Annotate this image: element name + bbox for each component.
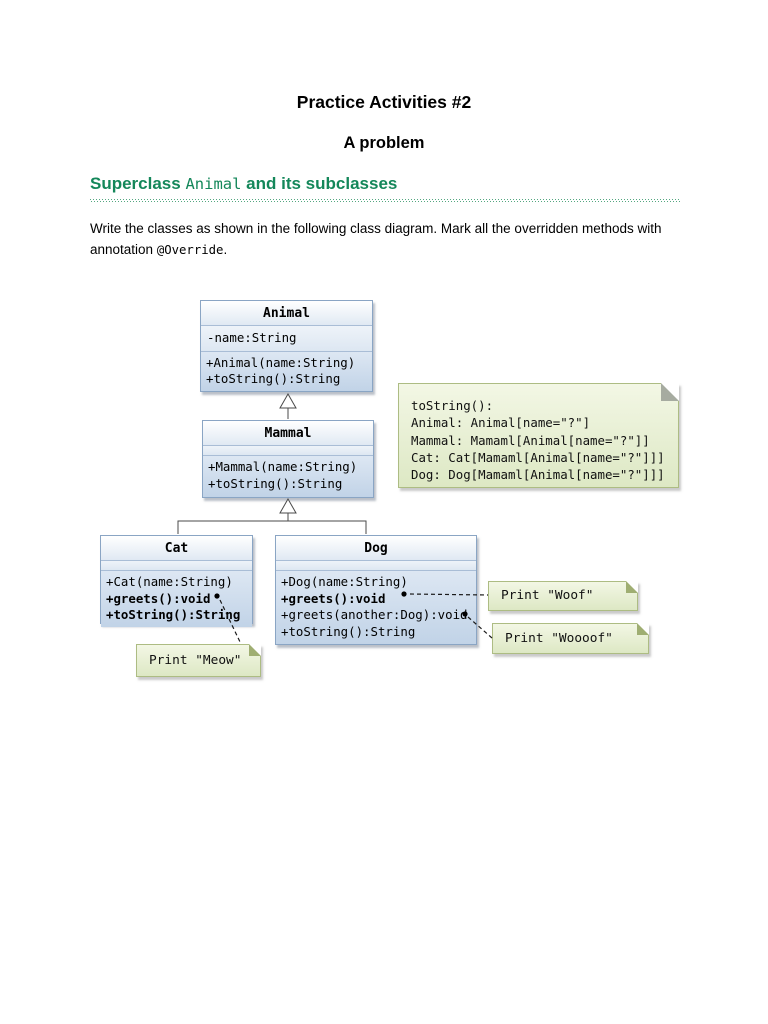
uml-method: +greets():void xyxy=(281,590,386,606)
uml-class-cat-name: Cat xyxy=(101,536,252,561)
note-line: Print "Meow" xyxy=(149,652,242,668)
section-heading: Superclass Animal and its subclasses xyxy=(90,174,397,194)
doc-subtitle: A problem xyxy=(343,134,425,152)
note-line: Print "Woof" xyxy=(501,588,594,604)
section-heading-suffix: and its subclasses xyxy=(241,174,398,193)
uml-class-animal: Animal -name:String +Animal(name:String)… xyxy=(200,300,373,392)
note-line: Mammal: Mamaml[Animal[name="?"]] xyxy=(411,432,650,448)
intro-text: Write the classes as shown in the follow… xyxy=(90,221,662,257)
uml-method: +Mammal(name:String) xyxy=(208,459,358,474)
intro-text-end: . xyxy=(223,242,228,257)
uml-method: +toString():String xyxy=(206,371,341,386)
uml-method: +greets():void xyxy=(106,590,211,606)
uml-method: +Animal(name:String) xyxy=(206,354,356,370)
uml-class-mammal-methods: +Mammal(name:String) +toString():String xyxy=(203,456,373,497)
uml-class-dog: Dog +Dog(name:String) +greets():void +gr… xyxy=(275,535,477,645)
note-line: Animal: Animal[name="?"] xyxy=(411,415,591,431)
uml-class-dog-methods: +Dog(name:String) +greets():void +greets… xyxy=(276,571,476,644)
uml-class-cat-attributes xyxy=(101,561,252,571)
inheritance-triangle-icon xyxy=(279,392,297,409)
uml-class-mammal-attributes xyxy=(203,446,373,456)
note-line: Dog: Dog[Mamaml[Animal[name="?"]]] xyxy=(411,467,665,483)
note-woof: Print "Woof" xyxy=(488,581,638,611)
uml-method: +toString():String xyxy=(281,623,416,639)
note-tostring: toString(): Animal: Animal[name="?"] Mam… xyxy=(398,383,679,488)
uml-class-animal-attributes: -name:String xyxy=(201,326,372,352)
uml-method: +toString():String xyxy=(208,475,343,491)
inheritance-line xyxy=(177,513,289,534)
uml-class-animal-methods: +Animal(name:String) +toString():String xyxy=(201,351,372,391)
inheritance-line xyxy=(288,520,367,534)
note-line: Print "Woooof" xyxy=(505,630,613,646)
section-heading-code: Animal xyxy=(185,175,242,193)
uml-method: +Dog(name:String) xyxy=(281,574,408,589)
uml-method: +Cat(name:String) xyxy=(106,574,233,589)
section-heading-prefix: Superclass xyxy=(90,174,186,193)
uml-class-dog-name: Dog xyxy=(276,536,476,561)
intro-code: @Override xyxy=(156,243,224,257)
uml-class-animal-name: Animal xyxy=(201,301,372,326)
uml-class-dog-attributes xyxy=(276,561,476,571)
uml-method: +greets(another:Dog):void xyxy=(281,607,468,622)
uml-class-mammal-name: Mammal xyxy=(203,421,373,446)
note-line: toString(): xyxy=(411,398,494,413)
inheritance-triangle-icon xyxy=(279,497,297,514)
note-meow: Print "Meow" xyxy=(136,644,261,677)
uml-method: +toString():String xyxy=(106,607,241,622)
doc-title: Practice Activities #2 xyxy=(296,92,472,112)
uml-class-cat: Cat +Cat(name:String) +greets():void +to… xyxy=(100,535,253,627)
uml-class-cat-methods: +Cat(name:String) +greets():void +toStri… xyxy=(101,571,252,627)
section-divider xyxy=(90,199,680,202)
note-line: Cat: Cat[Mamaml[Animal[name="?"]]] xyxy=(411,449,665,465)
uml-class-mammal: Mammal +Mammal(name:String) +toString():… xyxy=(202,420,374,498)
uml-attribute: -name:String xyxy=(207,330,297,345)
note-wooof: Print "Woooof" xyxy=(492,623,649,654)
intro-paragraph: Write the classes as shown in the follow… xyxy=(90,218,690,261)
